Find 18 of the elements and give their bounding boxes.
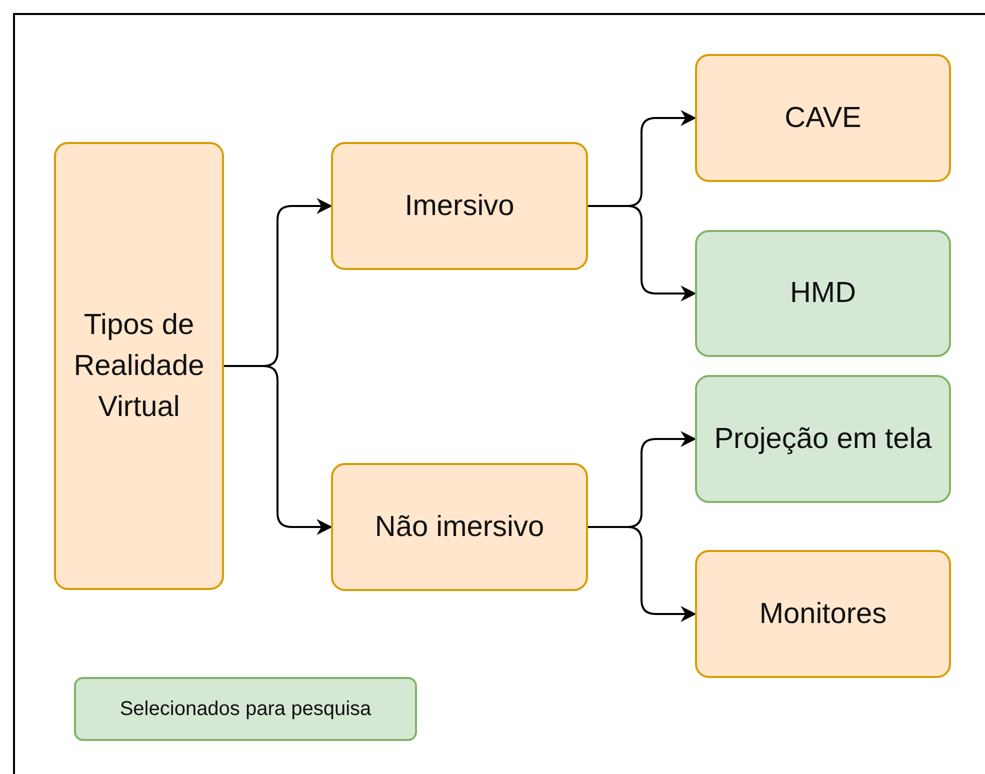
arrow [588,526,697,622]
node-label: HMD [790,276,856,311]
node-label: Imersivo [404,188,514,224]
node-label: Projeção em tela [714,422,932,456]
process-box [695,375,951,503]
process-box [695,230,951,357]
node-label: CAVE [784,100,862,136]
process-box [331,463,588,591]
process-box [695,550,951,678]
process-box [695,54,951,182]
legend-label: Selecionados para pesquisa [120,698,372,720]
process-box [331,142,588,270]
node-label: Não imersivo [374,510,544,544]
node-label: Tipos de Realidade Virtual [72,308,206,424]
process-box [54,142,224,590]
arrow [224,365,333,535]
arrow [588,205,697,302]
node-label: Monitores [759,596,887,632]
